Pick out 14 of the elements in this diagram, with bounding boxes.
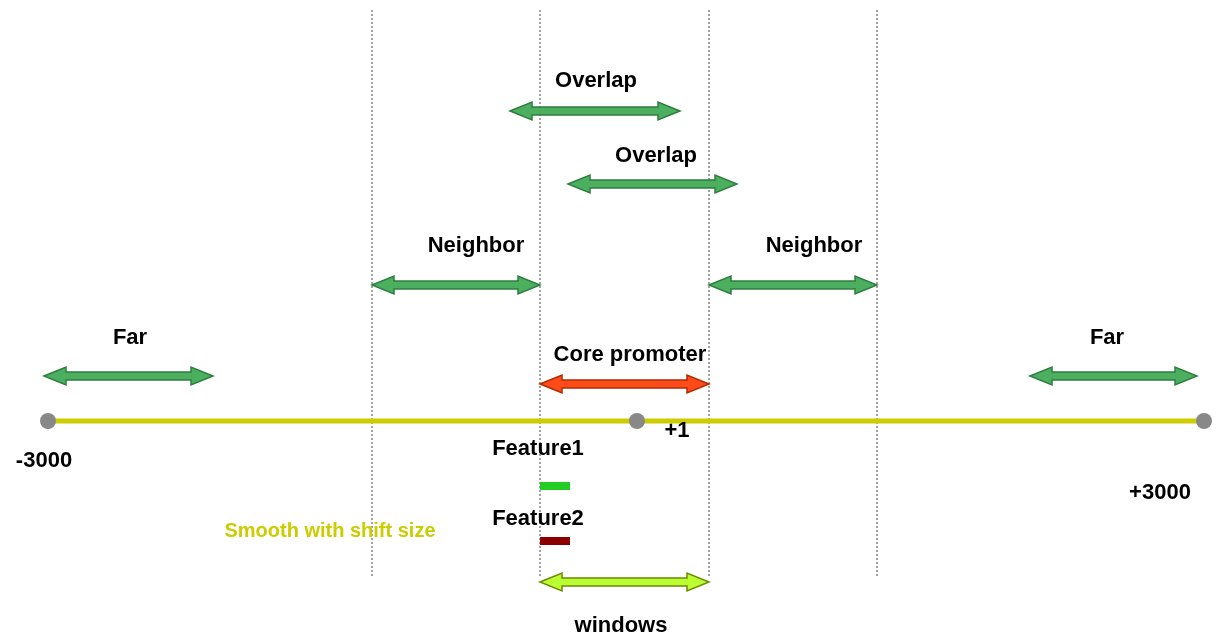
span-label: Far (1089, 324, 1125, 350)
span-label: Overlap (555, 67, 637, 93)
span-label: Neighbor (427, 232, 525, 258)
note-text: Smooth with shift size (224, 519, 436, 541)
feature-label: Feature2 (492, 505, 584, 531)
span-label: Core promoter (553, 341, 707, 367)
span-label: Neighbor (765, 232, 863, 258)
span-label: Far (112, 324, 148, 350)
feature-label: Feature1 (492, 435, 584, 461)
span-label: Overlap (615, 142, 697, 168)
position-label: -3000 (15, 447, 73, 473)
position-label: +1 (664, 417, 690, 443)
span-label: windows (574, 612, 668, 638)
position-label: +3000 (1129, 479, 1191, 505)
